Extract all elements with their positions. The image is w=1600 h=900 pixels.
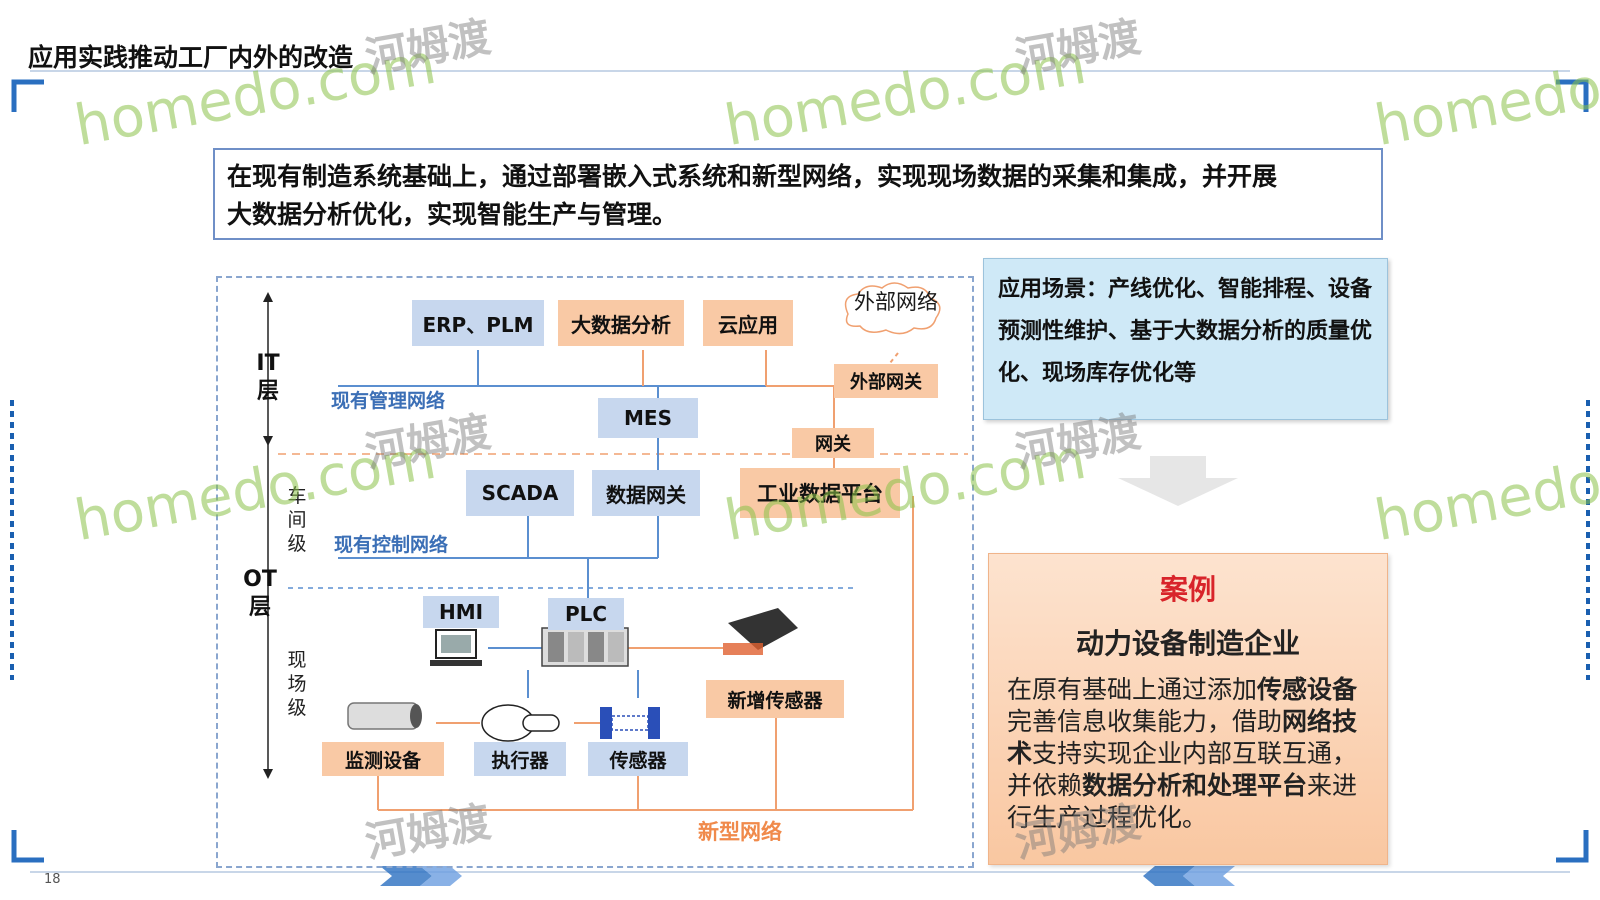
box-external-gateway: 外部网关 [834,364,938,398]
summary-line-1: 在现有制造系统基础上，通过部署嵌入式系统和新型网络，实现现场数据的采集和集成，并… [227,162,1278,191]
box-gateway: 网关 [792,428,874,458]
box-plc: PLC [548,598,624,630]
layer-it: IT 层 [256,351,280,404]
case-heading: 案例 [1159,573,1216,606]
box-cloud: 云应用 [703,300,793,346]
down-arrow-icon [1118,456,1238,506]
box-bigdata: 大数据分析 [558,300,684,346]
diagram-connectors [263,282,968,811]
layer-workshop: 车间级 [287,485,307,555]
page-number: 18 [44,872,61,887]
box-industrial-platform: 工业数据平台 [740,468,900,518]
layer-field: 现场级 [287,649,307,719]
box-new-sensor: 新增传感器 [706,680,844,718]
page-title: 应用实践推动工厂内外的改造 [28,43,354,72]
box-hmi: HMI [423,596,499,628]
sensor-icon [600,707,660,739]
label-new-network: 新型网络 [698,820,782,844]
case-box: 案例 动力设备制造企业 在原有基础上通过添加传感设备完善信息收集能力，借助网络技… [988,553,1388,865]
label-control-network: 现有控制网络 [334,534,449,556]
summary-line-2: 大数据分析优化，实现智能生产与管理。 [227,200,678,229]
box-data-gateway: 数据网关 [592,470,700,516]
architecture-diagram: IT 层 OT 层 车间级 现场级 ERP、PLM 大数据分析 云应用 外部网络… [216,276,974,868]
box-monitor: 监测设备 [322,742,444,776]
case-body: 在原有基础上通过添加传感设备完善信息收集能力，借助网络技术支持实现企业内部互联互… [1007,675,1358,832]
plc-device-icon [541,627,629,667]
title-divider [30,70,1570,72]
external-network-label: 外部网络 [854,290,938,314]
camera-icon [347,702,422,730]
box-actuator: 执行器 [474,742,566,776]
box-erp-plm: ERP、PLM [412,300,544,346]
summary-box: 在现有制造系统基础上，通过部署嵌入式系统和新型网络，实现现场数据的采集和集成，并… [213,148,1383,240]
layer-ot: OT 层 [243,567,277,620]
box-sensor: 传感器 [588,742,688,776]
barcode-scanner-icon [723,608,798,655]
box-scada: SCADA [466,470,574,516]
application-scene-box: 应用场景：产线优化、智能排程、设备预测性维护、基于大数据分析的质量优化、现场库存… [983,258,1388,420]
hmi-computer-icon [430,629,482,666]
label-mgmt-network: 现有管理网络 [331,390,446,412]
case-subtitle: 动力设备制造企业 [1075,627,1300,660]
actuator-icon [481,704,560,742]
box-mes: MES [598,398,698,438]
